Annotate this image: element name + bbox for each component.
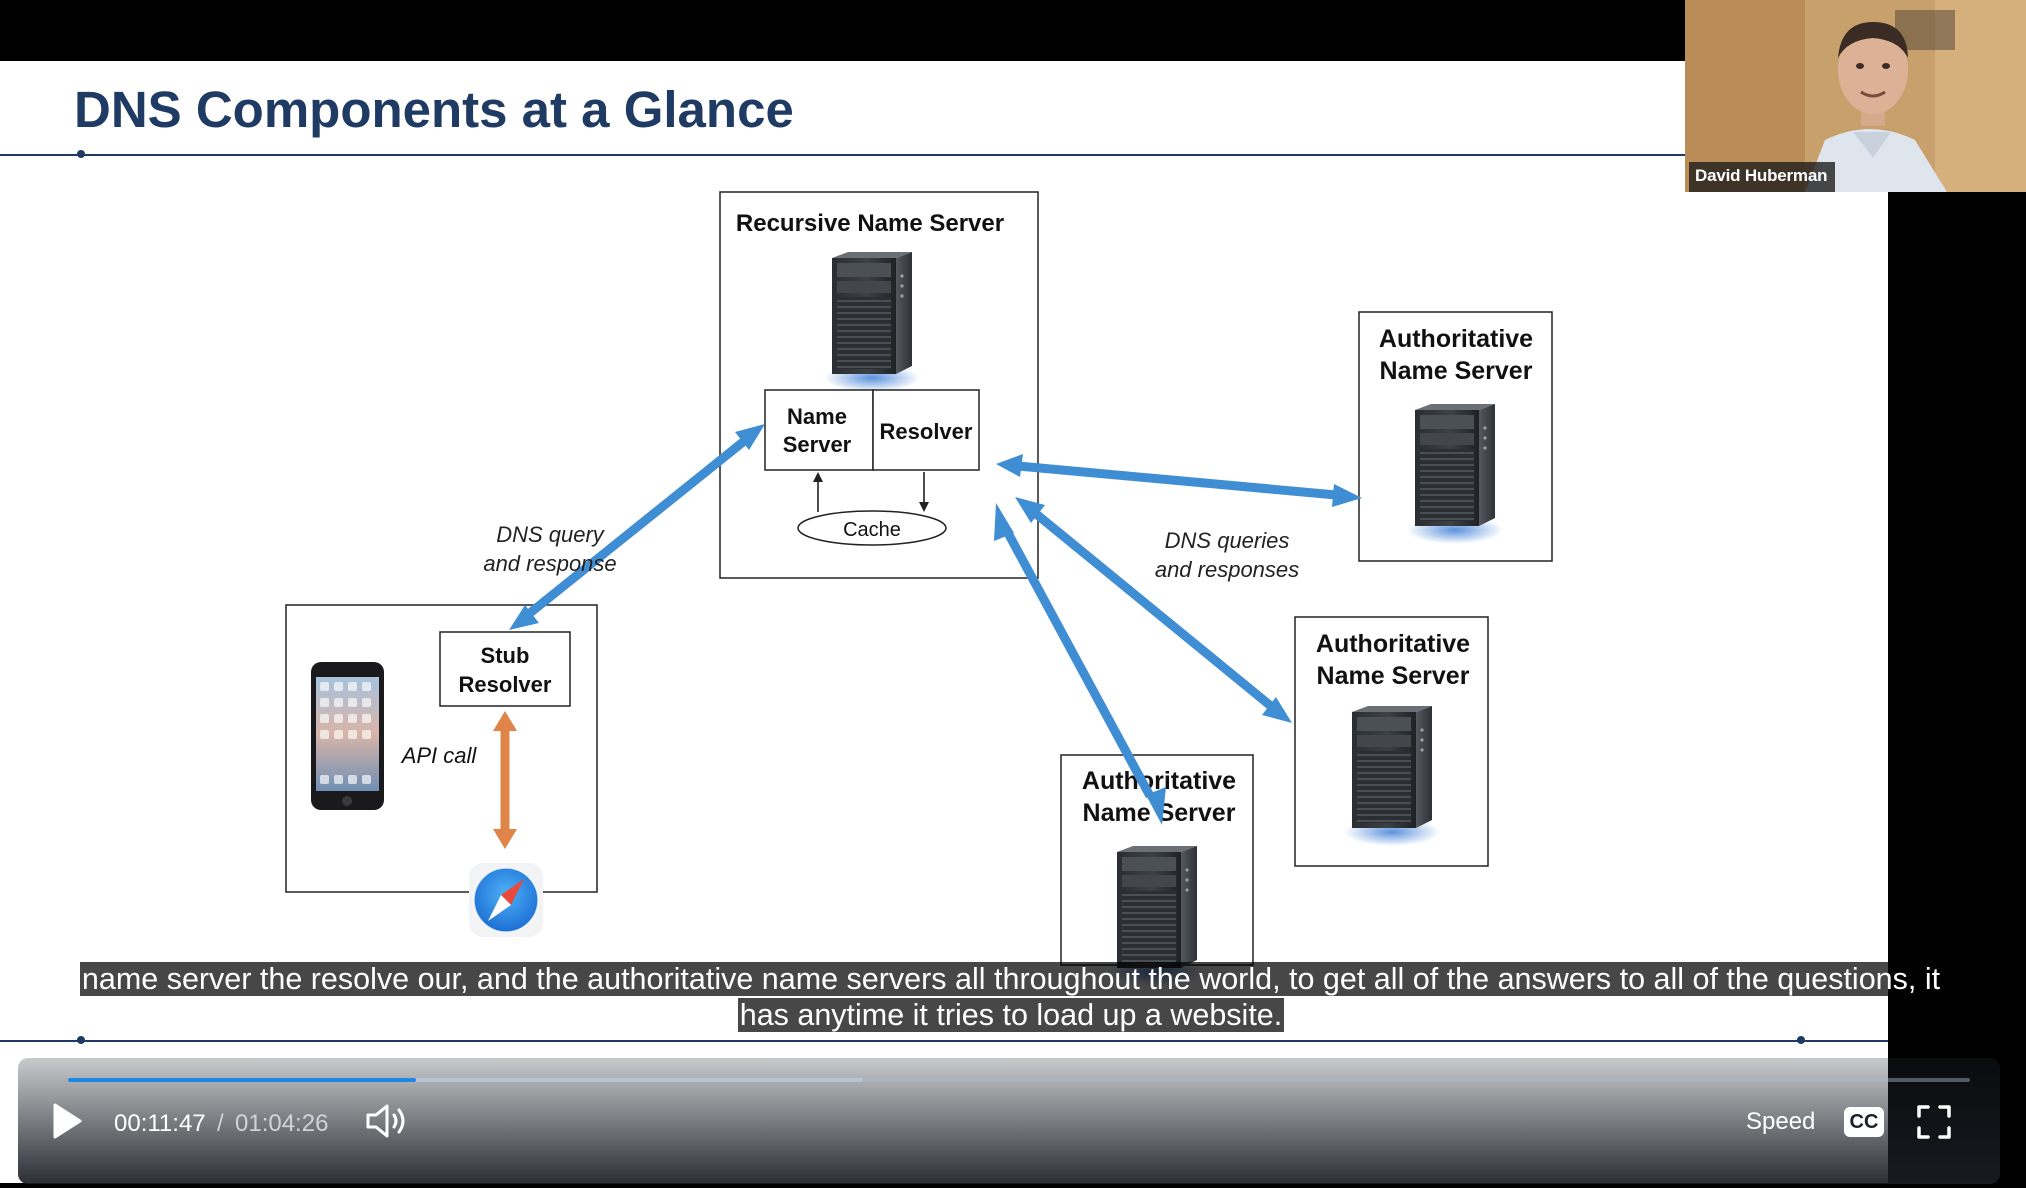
stub-resolver-box bbox=[439, 631, 571, 707]
speed-button[interactable]: Speed bbox=[1746, 1108, 1816, 1135]
name-server-label-line1: Name bbox=[787, 404, 847, 429]
dns-query-label-line2: and response bbox=[483, 551, 616, 576]
name-server-label-line2: Server bbox=[783, 432, 852, 457]
name-server-cell bbox=[764, 389, 874, 471]
resolver-label: Resolver bbox=[880, 419, 973, 444]
cache-label: Cache bbox=[843, 519, 901, 541]
play-button[interactable] bbox=[46, 1100, 86, 1142]
presenter-webcam: David Huberman bbox=[1685, 0, 2026, 192]
dns-queries-arrow-auth-3 bbox=[994, 503, 1166, 825]
presenter-video bbox=[1685, 0, 2026, 192]
dns-query-label-line1: DNS query bbox=[496, 522, 606, 547]
dns-queries-label-line2: and responses bbox=[1155, 557, 1299, 582]
cache-ellipse bbox=[797, 510, 947, 546]
api-call-label: API call bbox=[400, 743, 478, 768]
safari-browser-icon bbox=[469, 863, 543, 937]
slide-title: DNS Components at a Glance bbox=[74, 81, 794, 138]
progress-buffered bbox=[68, 1078, 864, 1082]
presentation-slide: DNS Components at a Glance bbox=[0, 61, 1888, 1183]
authoritative-2-label-line2: Name Server bbox=[1317, 662, 1470, 690]
fullscreen-button[interactable] bbox=[1916, 1104, 1952, 1140]
resolver-cell bbox=[872, 389, 980, 471]
caption-line-1: name server the resolve our, and the aut… bbox=[79, 962, 1943, 996]
title-underline-marker bbox=[77, 150, 85, 158]
dns-queries-arrow-auth-1 bbox=[996, 454, 1362, 507]
presenter-name: David Huberman bbox=[1689, 162, 1836, 192]
client-device-box: Stub Resolver API call bbox=[285, 604, 598, 937]
footer-rule bbox=[0, 1040, 1888, 1042]
stub-resolver-label-line1: Stub bbox=[481, 643, 530, 668]
dns-diagram: Recursive Name Server Name Server Resolv… bbox=[285, 191, 1553, 986]
footer-rule-marker-left bbox=[77, 1036, 85, 1044]
player-controls: 00:11:47 / 01:04:26 Speed CC bbox=[18, 1058, 2000, 1184]
recursive-server-icon bbox=[824, 252, 920, 392]
play-icon bbox=[53, 1103, 82, 1139]
authoritative-2-label-line1: Authoritative bbox=[1316, 630, 1470, 658]
authoritative-1-label-line2: Name Server bbox=[1380, 357, 1533, 385]
title-underline bbox=[0, 154, 1888, 156]
authoritative-1-server-icon bbox=[1407, 404, 1503, 544]
progress-bar[interactable] bbox=[68, 1078, 1970, 1082]
authoritative-1-label-line1: Authoritative bbox=[1379, 325, 1533, 353]
dns-queries-label-line1: DNS queries bbox=[1165, 528, 1290, 553]
authoritative-2-server-icon bbox=[1344, 706, 1440, 846]
closed-captions-button[interactable]: CC bbox=[1844, 1107, 1884, 1137]
authoritative-server-box-1: Authoritative Name Server bbox=[1358, 311, 1553, 562]
api-call-arrow bbox=[493, 711, 517, 849]
fullscreen-icon bbox=[1917, 1105, 1951, 1139]
authoritative-server-box-2: Authoritative Name Server bbox=[1294, 616, 1489, 867]
current-time: 00:11:47 bbox=[114, 1110, 206, 1137]
closed-captions: name server the resolve our, and the aut… bbox=[30, 961, 1992, 1033]
total-duration: 01:04:26 bbox=[235, 1110, 329, 1137]
volume-icon bbox=[366, 1104, 405, 1138]
caption-line-2: has anytime it tries to load up a websit… bbox=[737, 998, 1285, 1032]
dns-query-arrow-client-recursive bbox=[509, 424, 765, 630]
recursive-name-server-title: Recursive Name Server bbox=[736, 210, 1004, 237]
footer-rule-marker-right bbox=[1797, 1036, 1805, 1044]
volume-button[interactable] bbox=[364, 1102, 410, 1140]
dns-queries-arrow-auth-2 bbox=[1015, 497, 1292, 723]
stub-resolver-label-line2: Resolver bbox=[459, 672, 552, 697]
progress-played bbox=[68, 1078, 417, 1082]
time-separator: / bbox=[217, 1110, 224, 1137]
authoritative-server-box-3: Authoritative Name Server bbox=[1060, 754, 1254, 986]
recursive-name-server-box: Recursive Name Server Name Server Resolv… bbox=[719, 191, 1039, 579]
iphone-icon bbox=[311, 662, 384, 810]
